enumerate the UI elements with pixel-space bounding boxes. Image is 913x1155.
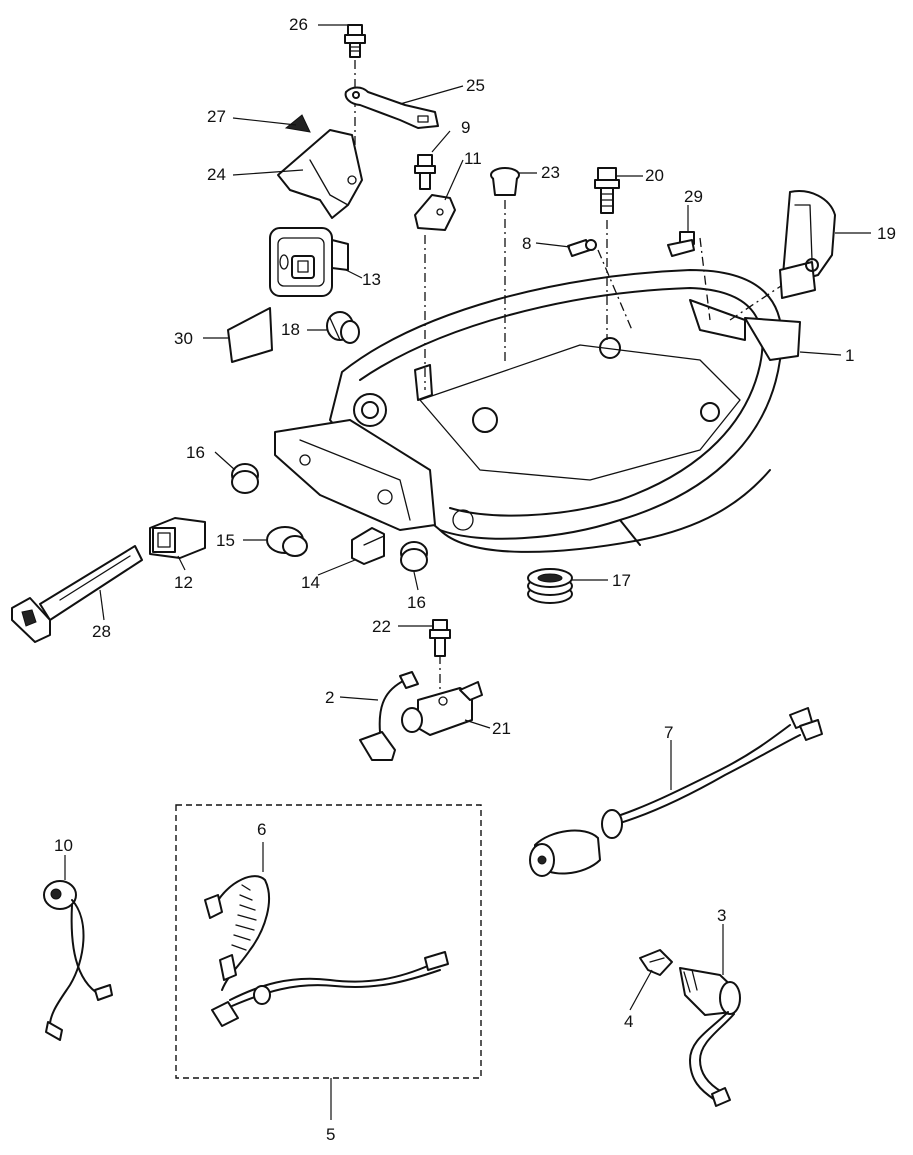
callout-27: 27 bbox=[207, 107, 226, 126]
assembly-lines bbox=[354, 60, 791, 705]
callout-16-upper: 16 bbox=[186, 443, 205, 462]
plug-16-lower bbox=[400, 541, 428, 572]
callout-22: 22 bbox=[372, 617, 391, 636]
callout-25: 25 bbox=[466, 76, 485, 95]
clip-4 bbox=[639, 949, 673, 976]
bolt-29 bbox=[667, 231, 695, 257]
grommet-15 bbox=[266, 526, 308, 557]
callout-1: 1 bbox=[845, 346, 855, 365]
plug-16-upper bbox=[231, 463, 259, 494]
clip-14 bbox=[351, 527, 385, 565]
pad-30 bbox=[227, 307, 273, 363]
bottom-cowling-part bbox=[274, 269, 801, 553]
harness-7 bbox=[529, 707, 823, 877]
callout-20: 20 bbox=[645, 166, 664, 185]
callout-19: 19 bbox=[877, 224, 896, 243]
callout-21: 21 bbox=[492, 719, 511, 738]
bolt-26 bbox=[344, 24, 366, 58]
bracket-11 bbox=[414, 194, 456, 231]
callout-23: 23 bbox=[541, 163, 560, 182]
callout-28: 28 bbox=[92, 622, 111, 641]
callout-4: 4 bbox=[624, 1012, 634, 1031]
callout-6: 6 bbox=[257, 820, 267, 839]
grommet-17 bbox=[527, 568, 573, 604]
callout-9: 9 bbox=[461, 118, 471, 137]
plate-25 bbox=[344, 86, 439, 129]
callout-18: 18 bbox=[281, 320, 300, 339]
boot-12 bbox=[149, 517, 206, 559]
callout-8: 8 bbox=[522, 234, 532, 253]
grommet-18 bbox=[326, 311, 360, 344]
callout-17: 17 bbox=[612, 571, 631, 590]
callout-7: 7 bbox=[664, 723, 674, 742]
callout-11: 11 bbox=[464, 149, 482, 168]
callout-14: 14 bbox=[301, 573, 320, 592]
kit-box-5 bbox=[175, 804, 482, 1079]
callout-2: 2 bbox=[325, 688, 335, 707]
handle-28 bbox=[11, 545, 143, 643]
callout-30: 30 bbox=[174, 329, 193, 348]
callout-16-lower: 16 bbox=[407, 593, 426, 612]
stop-switch-21 bbox=[401, 681, 483, 736]
callout-5: 5 bbox=[326, 1125, 336, 1144]
switch-10 bbox=[43, 880, 113, 1041]
lanyard-6 bbox=[204, 875, 449, 1027]
callout-29: 29 bbox=[684, 187, 703, 206]
latch-19 bbox=[779, 190, 836, 299]
callout-3: 3 bbox=[717, 906, 727, 925]
plug-23 bbox=[490, 167, 520, 196]
grommet-27 bbox=[284, 114, 311, 133]
callout-26: 26 bbox=[289, 15, 308, 34]
callout-13: 13 bbox=[362, 270, 381, 289]
seal-13 bbox=[269, 227, 349, 297]
callout-10: 10 bbox=[54, 836, 73, 855]
bolt-22 bbox=[429, 619, 451, 657]
callout-15: 15 bbox=[216, 531, 235, 550]
screw-8 bbox=[567, 239, 597, 257]
lanyard-clip-2 bbox=[359, 671, 419, 761]
bolt-20 bbox=[594, 167, 620, 214]
bolt-9 bbox=[414, 154, 436, 190]
leader-lines bbox=[64, 24, 871, 1120]
callout-12: 12 bbox=[174, 573, 193, 592]
switch-3 bbox=[679, 967, 741, 1107]
callout-24: 24 bbox=[207, 165, 226, 184]
cover-24 bbox=[277, 129, 363, 219]
